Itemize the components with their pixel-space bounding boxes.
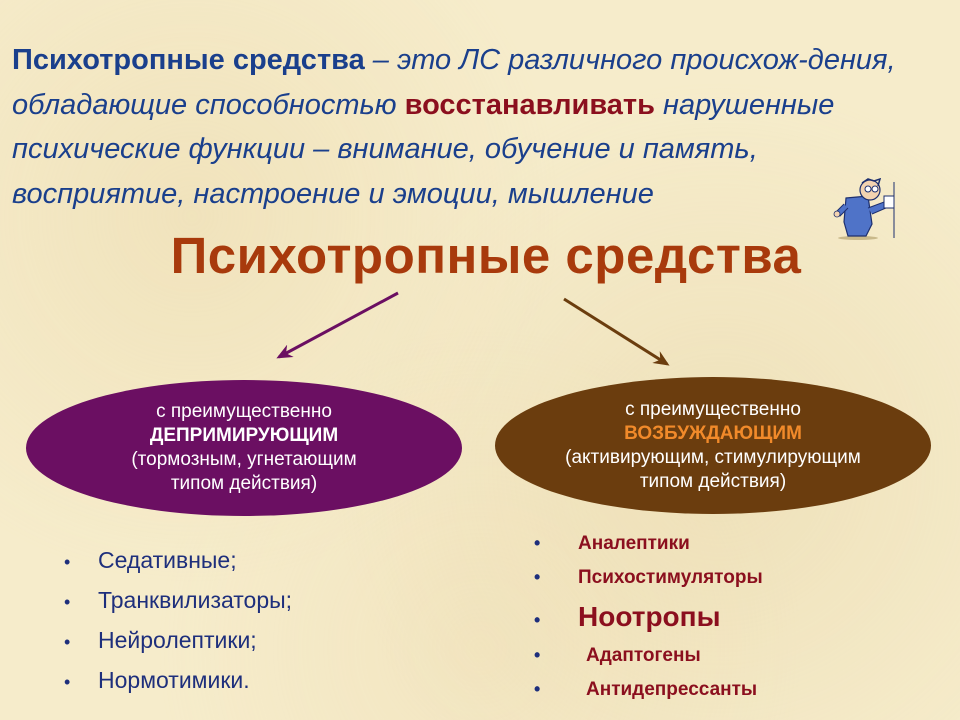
- list-item-label: Нормотимики.: [98, 667, 250, 693]
- list-item: • Седативные;: [64, 547, 292, 587]
- bullet-icon: •: [64, 552, 71, 572]
- list-item: • Транквилизаторы;: [64, 587, 292, 627]
- definition-text: Психотропные средства – это ЛС различног…: [12, 38, 937, 216]
- left-group-line-4: типом действия): [170, 473, 318, 494]
- left-group-line-2: ДЕПРИМИРУЮЩИМ: [149, 425, 339, 446]
- list-item: • Антидепрессанты: [534, 679, 763, 713]
- bullet-icon: •: [534, 679, 541, 699]
- depressant-group-ellipse: с преимущественно ДЕПРИМИРУЮЩИМ (тормозн…: [26, 380, 462, 516]
- list-item-label: Аналептики: [578, 533, 690, 554]
- list-item-label: Ноотропы: [578, 601, 721, 632]
- list-item-label: Антидепрессанты: [586, 679, 758, 700]
- list-item-label: Нейролептики;: [98, 627, 257, 653]
- bullet-icon: •: [64, 592, 71, 612]
- scientist-mascot-icon: [833, 178, 895, 240]
- definition-part-2: нарушенные психические функции – внимани…: [12, 88, 835, 210]
- list-item: • Нормотимики.: [64, 667, 292, 707]
- list-item-label: Седативные;: [98, 547, 237, 573]
- list-item-label: Психостимуляторы: [578, 567, 763, 588]
- definition-term: Психотропные средства: [12, 44, 365, 76]
- right-group-line-4: типом действия): [639, 470, 787, 492]
- list-item: • Ноотропы: [534, 601, 763, 645]
- bullet-icon: •: [64, 632, 71, 652]
- definition-part-1: – это ЛС различного происхож-дения, обла…: [12, 44, 896, 121]
- list-item: • Адаптогены: [534, 645, 763, 679]
- list-item: • Аналептики: [534, 533, 763, 567]
- stimulant-group-ellipse: с преимущественно ВОЗБУЖДАЮЩИМ (активиру…: [495, 377, 931, 514]
- bullet-icon: •: [534, 533, 541, 553]
- bullet-icon: •: [534, 645, 541, 665]
- bullet-icon: •: [534, 567, 541, 587]
- left-arrow: [276, 291, 399, 359]
- bullet-icon: •: [534, 610, 541, 630]
- depressant-list: • Седативные; • Транквилизаторы; • Нейролеп…: [64, 547, 292, 707]
- right-group-line-3: (активирующим, стимулирующим: [565, 446, 861, 468]
- list-item: • Психостимуляторы: [534, 567, 763, 601]
- bullet-icon: •: [64, 672, 71, 692]
- definition-emphasis: восстанавливать: [404, 88, 655, 121]
- list-item-label: Транквилизаторы;: [98, 587, 293, 613]
- left-group-line-1: с преимущественно: [156, 401, 332, 422]
- stimulant-list: •Аналептики •Психостимуляторы •Ноотропы …: [534, 533, 763, 713]
- main-title: Психотропные средства: [170, 227, 802, 284]
- right-arrow: [563, 297, 670, 366]
- list-item-label: Адаптогены: [586, 645, 701, 666]
- right-group-line-1: с преимущественно: [625, 398, 801, 420]
- list-item: • Нейролептики;: [64, 627, 292, 667]
- right-group-line-2: ВОЗБУЖДАЮЩИМ: [624, 422, 802, 444]
- left-group-line-3: (тормозным, угнетающим: [131, 449, 357, 470]
